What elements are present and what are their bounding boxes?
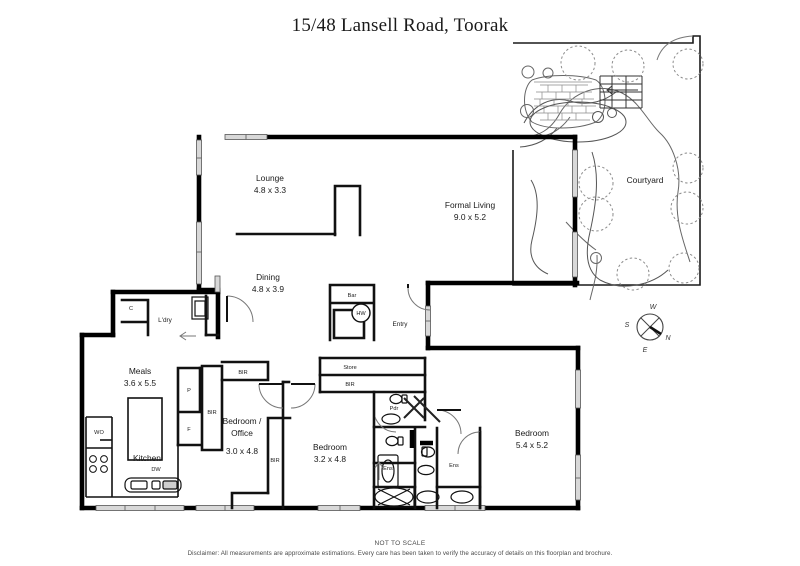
ensuite-slider — [403, 395, 441, 423]
sink-icon — [124, 477, 182, 493]
label-bir-1: BIR — [238, 370, 247, 376]
room-label-laundry: L'dry — [158, 317, 172, 324]
door-leaves — [226, 284, 481, 440]
label-bar: Bar — [348, 293, 357, 299]
label-powder: Pdr — [390, 406, 399, 412]
entry-wall-windows — [425, 305, 431, 337]
disclaimer-text: Disclaimer: All measurements are approxi… — [187, 550, 613, 557]
bathroom-wall-stubs — [409, 430, 433, 448]
room-label-dining: Dining — [256, 272, 280, 282]
label-dishwasher: DW — [151, 467, 161, 473]
compass-label-w: W — [650, 304, 658, 311]
doors — [179, 287, 481, 480]
room-label-bedroom-2: Bedroom — [313, 442, 347, 452]
room-dims-bedroom-office: 3.0 x 4.8 — [226, 446, 258, 456]
label-closet-c: C — [129, 306, 133, 312]
page-title: 15/48 Lansell Road, Toorak — [291, 15, 509, 36]
south-wall-windows — [95, 505, 486, 511]
courtyard-outline — [512, 35, 701, 286]
room-label-entry: Entry — [393, 321, 409, 328]
room-label-bedroom-main: Bedroom — [515, 428, 549, 438]
laundry-north-window — [214, 275, 221, 293]
room-label-lounge: Lounge — [256, 173, 284, 183]
label-store: Store — [343, 365, 356, 371]
room-dims-bedroom-2: 3.2 x 4.8 — [314, 454, 346, 464]
room-label-courtyard: Courtyard — [627, 175, 664, 185]
kitchen-island — [127, 397, 163, 461]
room-dims-bedroom-main: 5.4 x 5.2 — [516, 440, 548, 450]
hot-water-unit — [351, 303, 371, 323]
label-bir-4: BIR — [345, 382, 354, 388]
courtyard-pebble-feature — [529, 101, 627, 143]
compass-label-s: S — [625, 322, 630, 329]
label-ensuite-2: Ens — [449, 463, 459, 469]
label-bir-3: BIR — [270, 458, 279, 464]
room-dims-lounge: 4.8 x 3.3 — [254, 185, 286, 195]
label-wall-oven: WO — [94, 430, 104, 436]
east-wall-windows — [572, 149, 578, 278]
west-wall-windows — [196, 134, 268, 285]
room-label-kitchen: Kitchen — [133, 453, 161, 463]
compass-rose: W N E S — [625, 304, 672, 354]
room-label-bedroom-office-2: Office — [231, 428, 253, 438]
bathroom-fixtures — [373, 393, 474, 508]
compass-label-n: N — [665, 335, 671, 342]
label-fridge: F — [187, 427, 191, 433]
label-hw: HW — [356, 311, 366, 317]
label-bir-2: BIR — [207, 410, 216, 416]
compass-label-e: E — [643, 347, 648, 354]
room-dims-dining: 4.8 x 3.9 — [252, 284, 284, 294]
kitchen-joinery — [85, 416, 179, 498]
cooktop-icon — [89, 455, 108, 473]
courtyard-notch-curve — [656, 35, 694, 61]
room-labels: Lounge 4.8 x 3.3 Dining 4.8 x 3.9 Formal… — [94, 173, 664, 473]
label-ensuite-1: Ens — [383, 466, 393, 472]
courtyard-shrubs — [520, 65, 602, 264]
room-label-meals: Meals — [129, 366, 151, 376]
interior-partitions — [120, 184, 482, 510]
courtyard-path — [519, 91, 617, 148]
label-pantry: P — [187, 388, 191, 394]
brick-paving — [534, 81, 596, 121]
courtyard-trees — [560, 45, 704, 291]
bedroom-east-windows — [575, 369, 581, 501]
not-to-scale-note: NOT TO SCALE — [374, 540, 426, 547]
laundry-fixture — [191, 296, 209, 320]
courtyard-steps — [599, 75, 643, 109]
room-label-formal-living: Formal Living — [445, 200, 496, 210]
courtyard-lawn-edge — [530, 151, 669, 287]
room-dims-meals: 3.6 x 5.5 — [124, 378, 156, 388]
room-label-bedroom-office: Bedroom / — [223, 416, 262, 426]
room-dims-formal-living: 9.0 x 5.2 — [454, 212, 486, 222]
